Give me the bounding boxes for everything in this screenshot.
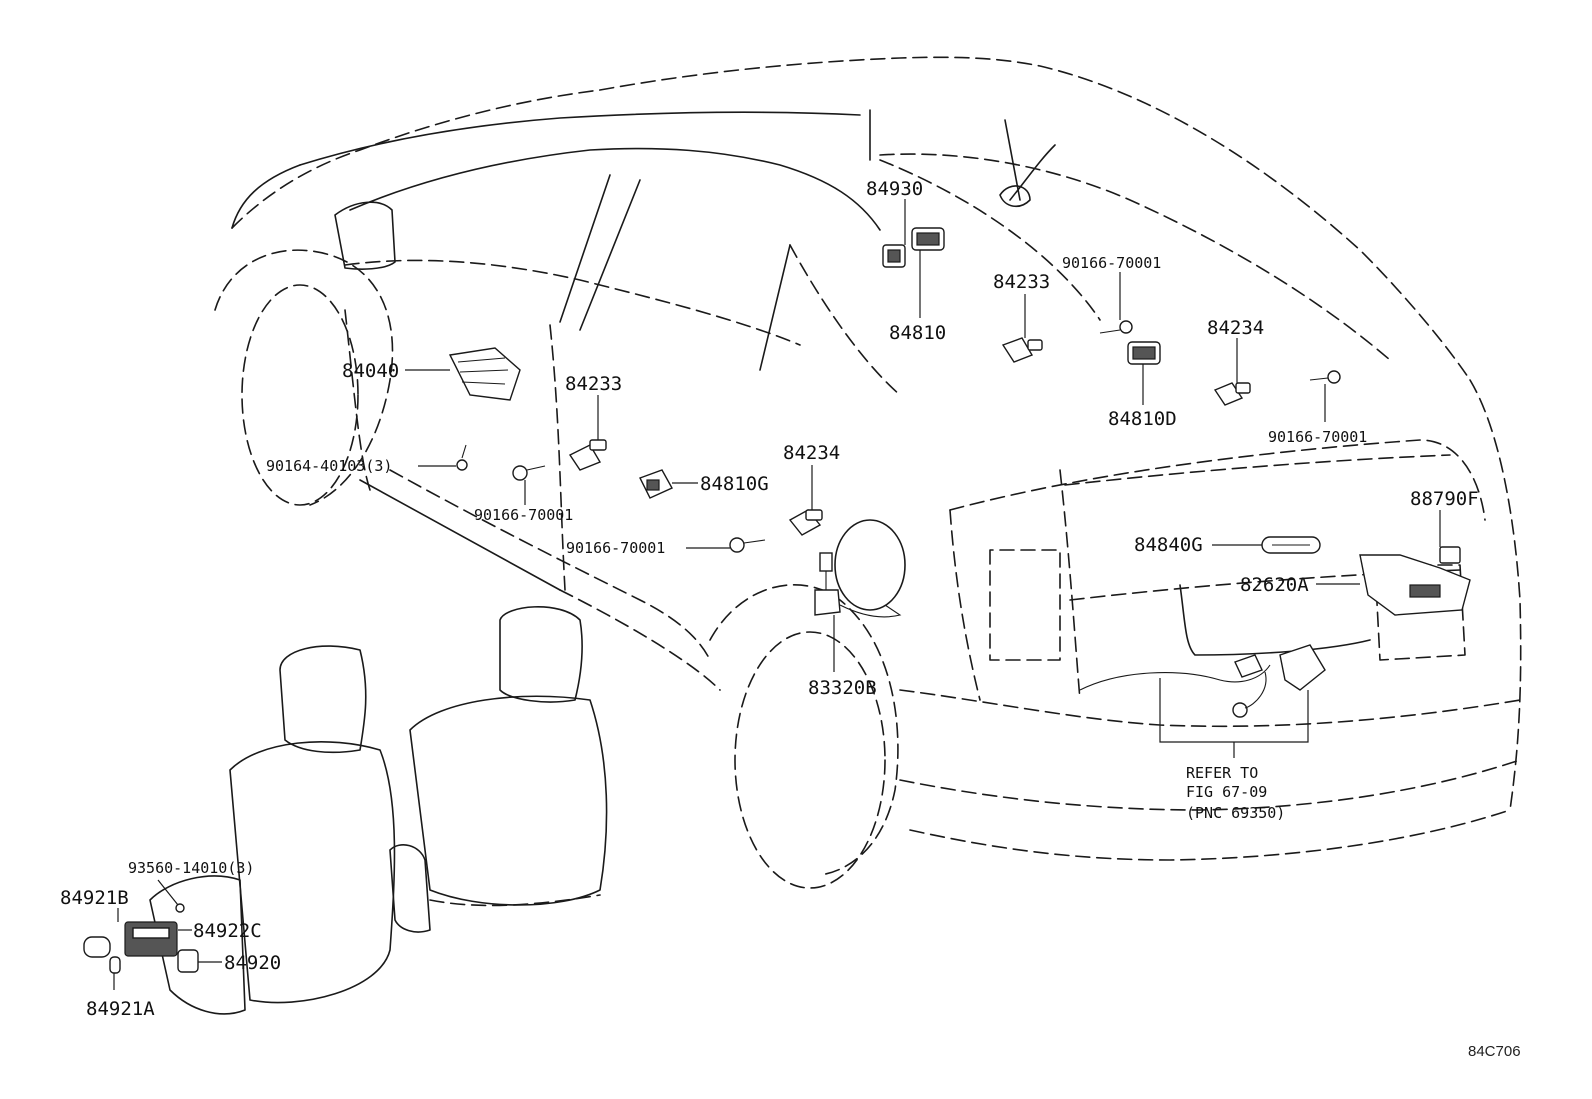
part-84810d-icon	[1127, 341, 1161, 365]
label-84921b: 84921B	[60, 887, 129, 909]
part-84233-right-icon	[1001, 337, 1043, 363]
label-90166-70001-a: 90166-70001	[474, 506, 573, 524]
label-83320b: 83320B	[808, 677, 877, 699]
part-84840g-icon	[1261, 536, 1321, 554]
screw-90166-a-icon	[512, 465, 546, 481]
label-84810: 84810	[889, 322, 946, 344]
label-84233-left: 84233	[565, 373, 622, 395]
part-83320b-icon	[814, 552, 902, 618]
label-84930: 84930	[866, 178, 923, 200]
label-93560-14010: 93560-14010(3)	[128, 859, 254, 877]
wire-harness-icon	[1079, 644, 1326, 718]
rear-seats	[149, 606, 608, 1015]
callout-labels: 84930 84810 84040 84233 90164-40103(3) 9…	[60, 178, 1521, 1060]
part-84810g-icon	[639, 469, 673, 499]
label-90166-70001-b: 90166-70001	[566, 539, 665, 557]
part-84040-icon	[448, 347, 521, 401]
part-84234-left-icon	[788, 509, 823, 536]
screw-90166-c-icon	[1099, 320, 1133, 334]
screw-90164-icon	[456, 444, 468, 471]
label-84040: 84040	[342, 360, 399, 382]
label-88790f: 88790F	[1410, 488, 1479, 510]
label-84234-left: 84234	[783, 442, 840, 464]
label-90166-70001-c: 90166-70001	[1062, 254, 1161, 272]
label-84810g: 84810G	[700, 473, 769, 495]
screw-90166-b-icon	[729, 537, 766, 553]
seat-switch-parts-icon	[83, 903, 199, 974]
part-84234-right-icon	[1213, 382, 1251, 406]
label-refer-fig: FIG 67-09	[1186, 783, 1267, 801]
label-84233-right: 84233	[993, 271, 1050, 293]
part-88790f-icon	[1439, 546, 1461, 564]
vehicle-outline	[214, 56, 1522, 889]
label-refer-to: REFER TO	[1186, 764, 1258, 782]
leader-lines	[113, 199, 1441, 990]
label-84922c: 84922C	[193, 920, 262, 942]
part-84233-left-icon	[568, 439, 607, 471]
label-84920: 84920	[224, 952, 281, 974]
part-84930-icon	[882, 244, 906, 268]
screw-90166-d-icon	[1309, 370, 1341, 384]
part-84810-icon	[911, 227, 945, 251]
label-refer-pnc: (PNC 69350)	[1186, 804, 1285, 822]
label-82620a: 82620A	[1240, 574, 1309, 596]
label-84840g: 84840G	[1134, 534, 1203, 556]
label-90166-70001-d: 90166-70001	[1268, 428, 1367, 446]
label-84234-right: 84234	[1207, 317, 1264, 339]
label-84810d: 84810D	[1108, 408, 1177, 430]
figure-code: 84C706	[1468, 1043, 1521, 1060]
label-84921a: 84921A	[86, 998, 155, 1020]
label-90164-40103: 90164-40103(3)	[266, 457, 392, 475]
part-82620a-icon	[1359, 554, 1471, 616]
